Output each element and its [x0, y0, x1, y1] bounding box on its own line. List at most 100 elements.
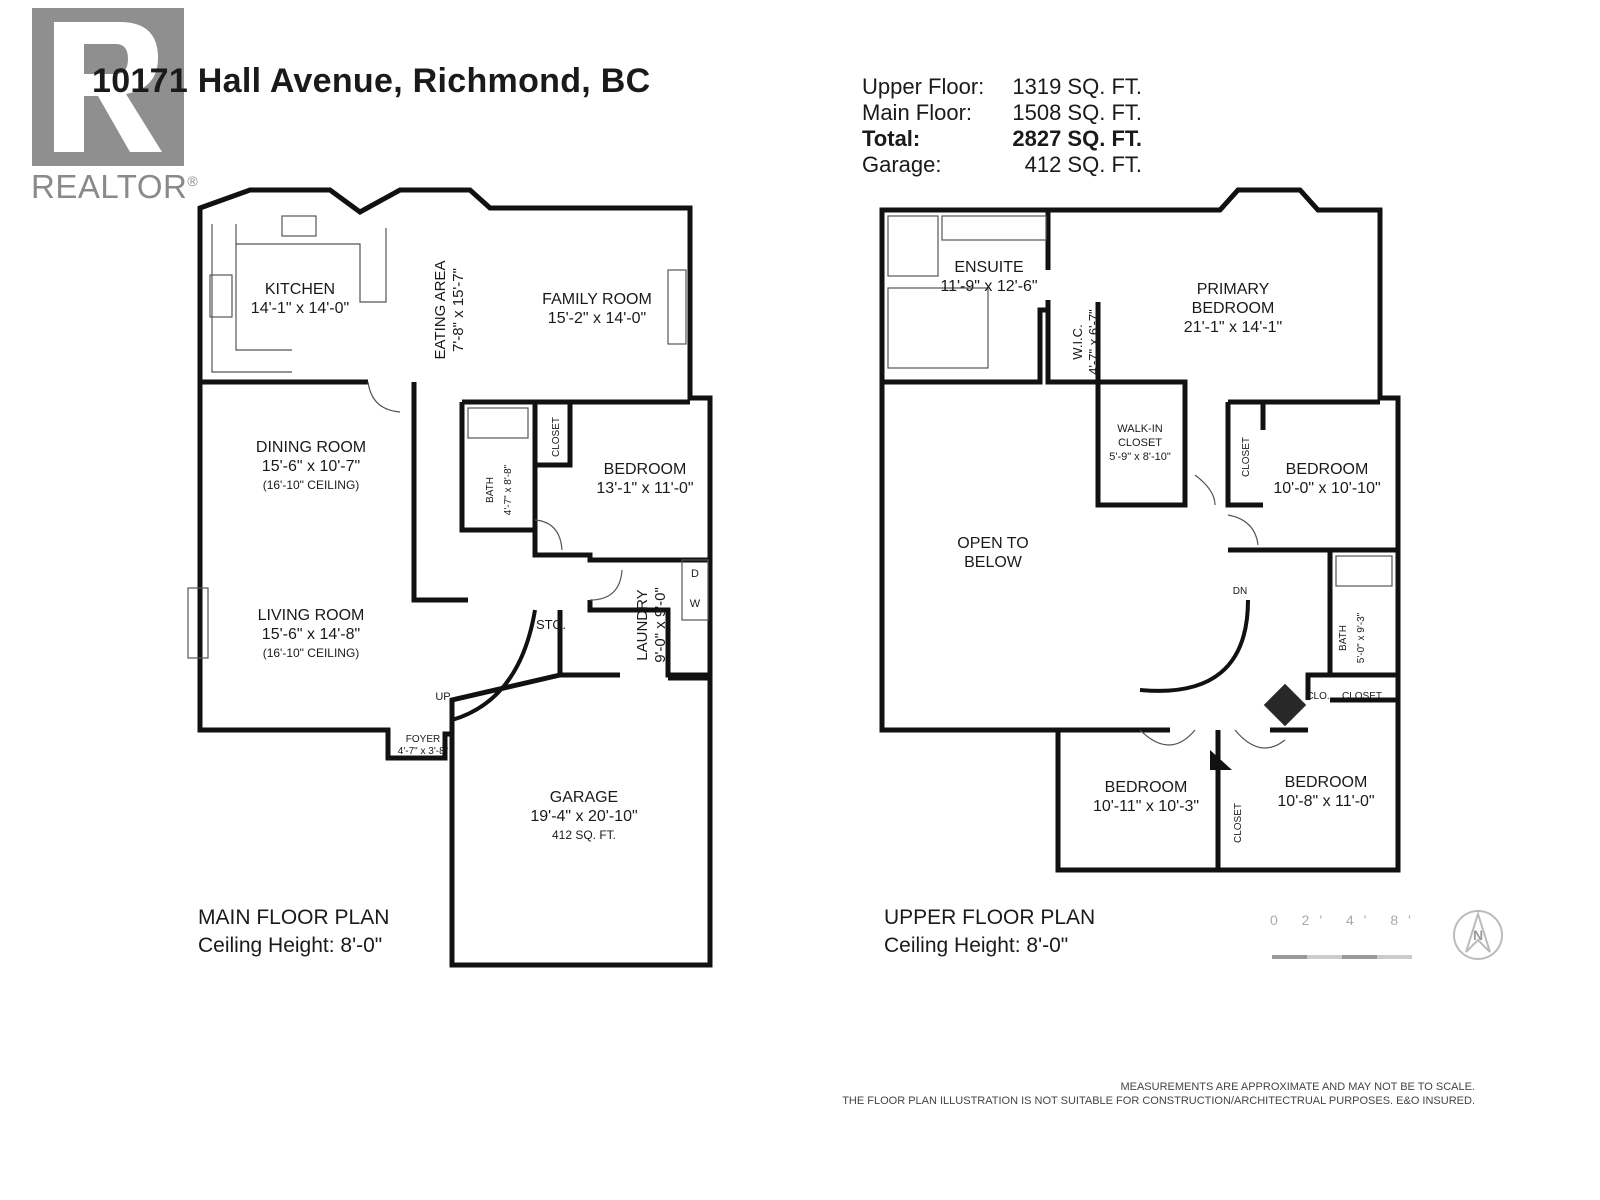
summary-value: 1319 SQ. FT.	[1012, 74, 1142, 99]
main-door-swing-3	[589, 569, 623, 601]
room-name: FOYER	[405, 734, 441, 745]
plan-ceiling: Ceiling Height: 8'-0"	[198, 934, 383, 957]
room-bath-upper: BATH 5'-0" x 9'-3"	[1335, 603, 1371, 673]
plan-title: UPPER FLOOR PLAN	[884, 906, 1096, 929]
room-garage: GARAGE 19'-4" x 20'-10" 412 SQ. FT.	[530, 788, 637, 845]
fireplace-living	[187, 587, 209, 659]
room-name-line2: BEDROOM	[1191, 300, 1275, 317]
room-name: BEDROOM	[1284, 774, 1368, 791]
room-name: BEDROOM	[1285, 461, 1369, 478]
room-area: 412 SQ. FT.	[551, 828, 617, 842]
room-name: OPEN TO	[957, 535, 1029, 552]
summary-label: Garage:	[862, 152, 942, 177]
room-name: BEDROOM	[1104, 779, 1188, 796]
main-door-swing-1	[367, 381, 401, 413]
page-title: 10171 Hall Avenue, Richmond, BC	[92, 62, 651, 100]
disclaimer: MEASUREMENTS ARE APPROXIMATE AND MAY NOT…	[842, 1080, 1475, 1108]
disclaimer-line-2: THE FLOOR PLAN ILLUSTRATION IS NOT SUITA…	[842, 1095, 1475, 1107]
kitchen-counter	[211, 224, 387, 373]
summary-value: 412 SQ. FT.	[1024, 152, 1142, 177]
upper-wall-ensuite-bottom	[882, 307, 1048, 385]
upper-door-swing-1	[1139, 729, 1196, 746]
room-dims: 9'-0" x 9'-0"	[652, 587, 669, 663]
upper-wall-ensuite-right	[1045, 210, 1098, 385]
room-storage: STO.	[536, 618, 566, 632]
main-wall-center-vertical	[411, 382, 468, 603]
room-name: BATH	[485, 477, 496, 503]
room-name: WALK-IN	[1117, 423, 1163, 435]
room-dims: 7'-8" x 15'-7"	[450, 268, 467, 352]
room-dims: 15'-6" x 10'-7"	[261, 458, 361, 475]
main-bath-tub	[467, 407, 529, 439]
room-name: CLOSET	[1341, 691, 1383, 702]
scale-bar-labels: 0 2' 4' 8'	[1270, 912, 1421, 928]
main-floor-outer-wall	[197, 187, 713, 968]
room-name: STO.	[535, 617, 567, 632]
ensuite-shower	[887, 215, 939, 277]
washer-label: W	[689, 598, 701, 610]
ensuite-vanity	[941, 215, 1047, 241]
room-name: KITCHEN	[264, 281, 336, 298]
north-arrow	[1453, 910, 1503, 960]
room-bedroom-4: BEDROOM 10'-8" x 11'-0"	[1277, 773, 1374, 811]
room-ceiling-note: (16'-10" CEILING)	[262, 478, 360, 492]
main-stair-curve	[451, 609, 537, 722]
kitchen-stove	[209, 274, 233, 318]
upper-wall-bedrooms-bottom	[1058, 727, 1308, 870]
room-ceiling-note: (16'-10" CEILING)	[262, 646, 360, 660]
room-clo: CLO.	[1306, 690, 1329, 704]
scale-bar	[1272, 955, 1412, 959]
room-dims: 11'-9" x 12'-6"	[940, 278, 1038, 295]
room-dims: 4'-7" x 6'-7"	[1086, 309, 1101, 375]
realtor-logo	[32, 8, 184, 166]
room-name: LIVING ROOM	[257, 607, 365, 624]
upper-closet-wedge-2	[1210, 750, 1232, 770]
room-ensuite: ENSUITE 11'-9" x 12'-6"	[940, 258, 1037, 296]
room-dims: 14'-1" x 14'-0"	[250, 300, 350, 317]
main-wall-garage-top	[449, 672, 710, 734]
realtor-r-icon	[54, 22, 162, 152]
main-wall-laundry-left	[557, 610, 620, 678]
room-dims: 15'-6" x 14'-8"	[261, 626, 361, 643]
room-name: W.I.C.	[1070, 324, 1085, 360]
room-name: ENSUITE	[954, 259, 1024, 276]
upper-door-swing-4	[1194, 474, 1216, 506]
room-dims: 19'-4" x 20'-10"	[530, 808, 638, 825]
upper-wall-bedroom2	[1225, 399, 1398, 553]
summary-row-upper: Upper Floor:1319 SQ. FT.	[862, 74, 1142, 100]
room-wic: W.I.C.4'-7" x 6'-7"	[1070, 294, 1102, 390]
room-dims: 10'-8" x 11'-0"	[1277, 793, 1375, 810]
upper-wall-wic	[1095, 302, 1188, 508]
room-dims: 4'-7" x 3'-8"	[397, 746, 449, 757]
upper-wall-bath2	[1305, 550, 1398, 703]
plan-title: MAIN FLOOR PLAN	[198, 906, 390, 929]
room-name: BATH	[1338, 625, 1349, 651]
room-name: GARAGE	[549, 789, 619, 806]
kitchen-sink	[281, 215, 317, 237]
north-label: N	[1472, 927, 1484, 943]
room-name: LAUNDRY	[634, 589, 651, 661]
room-name: DINING ROOM	[255, 439, 367, 456]
room-dining: DINING ROOM 15'-6" x 10'-7" (16'-10" CEILI…	[256, 438, 366, 495]
room-dims: 13'-1" x 11'-0"	[596, 480, 694, 497]
area-summary: Upper Floor:1319 SQ. FT. Main Floor:1508…	[862, 74, 1142, 178]
room-closet-main: CLOSET	[548, 412, 566, 462]
summary-row-main: Main Floor:1508 SQ. FT.	[862, 100, 1142, 126]
upper-stair-curve	[1139, 599, 1250, 693]
main-floor-plan-label: MAIN FLOOR PLAN Ceiling Height: 8'-0"	[198, 904, 389, 960]
room-kitchen: KITCHEN 14'-1" x 14'-0"	[251, 280, 349, 318]
registered-mark: ®	[187, 173, 199, 189]
laundry-wd	[681, 559, 709, 621]
room-dims: 5'-0" x 9'-3"	[1356, 612, 1367, 664]
main-wall-laundry	[587, 600, 710, 678]
room-dims: 15'-2" x 14'-0"	[547, 310, 647, 327]
room-closet-upper-a: CLOSET	[1238, 432, 1256, 482]
